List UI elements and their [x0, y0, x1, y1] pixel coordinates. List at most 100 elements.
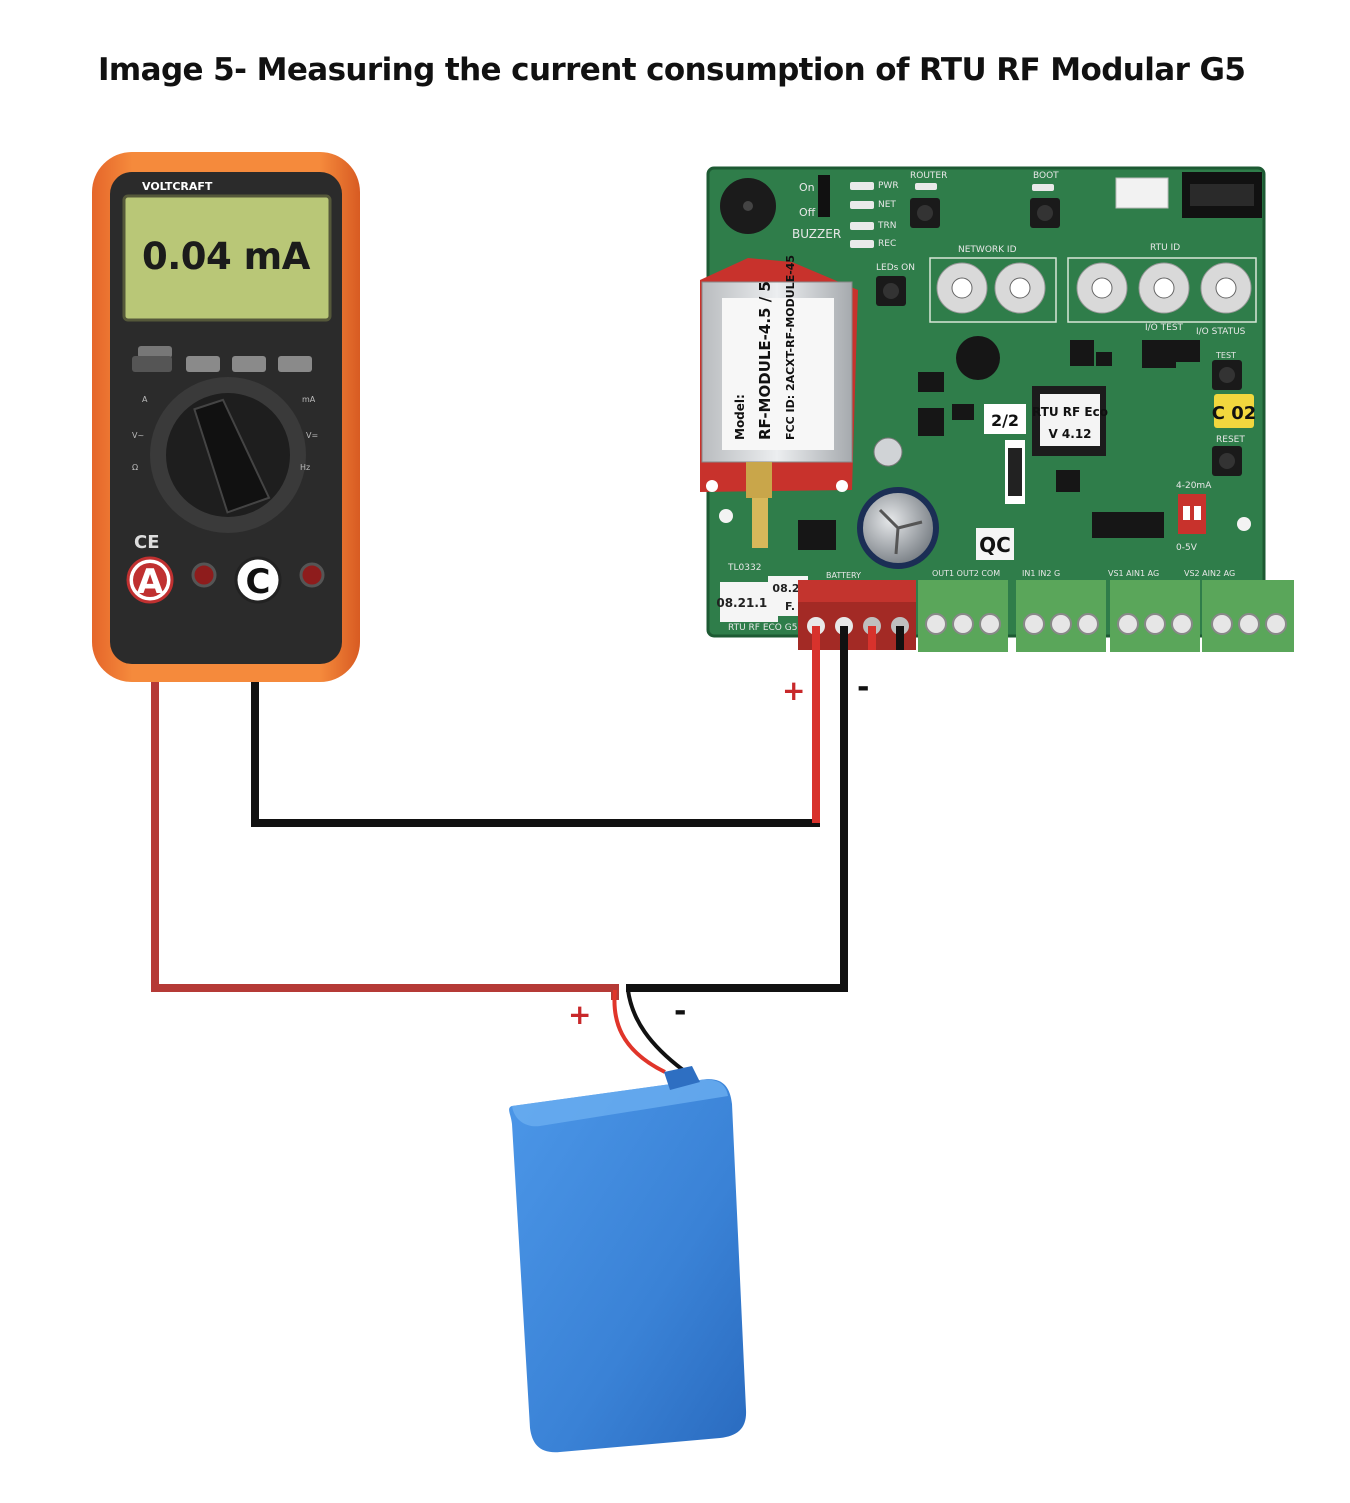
board-silkscreen-label: OUT1 OUT2 COM	[932, 569, 1000, 578]
battery-black-lead	[626, 989, 685, 1072]
diagram-shape	[952, 613, 974, 635]
diagram-shape	[836, 480, 848, 492]
board-silkscreen-label: Off	[799, 206, 816, 219]
board-silkscreen-label: REC	[878, 239, 896, 249]
terminal-c	[234, 556, 282, 604]
diagram-shape	[925, 613, 947, 635]
battery-plus-label: +	[568, 998, 591, 1031]
diagram-shape	[722, 298, 834, 450]
board-silkscreen-label: NET	[878, 200, 896, 210]
diagram-shape	[1023, 613, 1045, 635]
diagram-shape	[1153, 277, 1175, 299]
board-silkscreen-label: 0-5V	[1176, 543, 1198, 553]
diagram-shape	[850, 182, 1054, 248]
diagram-shape	[186, 356, 220, 372]
diagram-shape	[1219, 367, 1235, 383]
diagram-shape	[1117, 613, 1139, 635]
multimeter: VOLTCRAFT AV~Ω mAV=Hz A C CE	[92, 152, 360, 682]
diagram-shape: AV~Ω mAV=Hz	[132, 395, 318, 472]
diagram-shape	[1178, 494, 1206, 534]
board-silkscreen-label: BATTERY	[826, 571, 861, 580]
diagram-shape: Model: RF-MODULE-4.5 / 5 FCC ID: 2ACXT-R…	[733, 255, 797, 440]
diagram-shape	[1238, 613, 1260, 635]
board-silkscreen-label: I/O STATUS	[1196, 327, 1246, 337]
board-silkscreen-label: On	[799, 181, 815, 194]
board-minus-label: -	[857, 670, 869, 705]
diagram-shape	[1067, 257, 1257, 323]
board-silkscreen-label: RF-MODULE-4.5 / 5	[756, 281, 774, 440]
diagram-shape	[743, 201, 753, 211]
diagram-shape	[191, 562, 217, 588]
board-silkscreen-label: 08.2	[772, 582, 799, 595]
diagram-shape	[138, 346, 172, 358]
board-silkscreen-label: mA	[302, 395, 316, 404]
diagram-shape	[873, 437, 903, 467]
diagram-shape	[1265, 613, 1287, 635]
diagram-shape	[752, 498, 768, 548]
diagram-shape	[509, 1079, 747, 1453]
diagram-shape	[1040, 394, 1100, 446]
diagram-shape	[818, 175, 830, 217]
diagram-shape	[299, 562, 325, 588]
board-silkscreen-label: QC	[979, 533, 1011, 557]
badge	[1214, 394, 1254, 428]
diagram-shape	[133, 563, 167, 597]
rotary-switches	[929, 257, 1257, 323]
diagram-shape	[1070, 340, 1094, 366]
page-title: Image 5- Measuring the current consumpti…	[98, 52, 1246, 88]
board-silkscreen-label: A	[142, 395, 148, 404]
diagram-shape	[925, 613, 1287, 635]
board-silkscreen-label: C 02	[1212, 403, 1257, 424]
board-silkscreen-label: BOOT	[1033, 171, 1059, 181]
diagram-shape	[984, 404, 1026, 434]
diagram-shape	[918, 372, 944, 392]
diagram-shape	[664, 1066, 700, 1090]
diagram-shape	[1077, 613, 1099, 635]
diagram-shape	[1171, 613, 1193, 635]
diagram-shape	[812, 626, 820, 650]
diagram-shape	[719, 509, 733, 523]
wires	[151, 640, 848, 1074]
diagram-shape	[512, 1079, 728, 1127]
diagram-shape	[850, 201, 874, 209]
diagram-shape	[850, 182, 874, 190]
board-silkscreen-label: 08.21.1.G	[716, 596, 781, 610]
board-silkscreen-label: FCC ID: 2ACXT-RF-MODULE-45	[784, 255, 797, 440]
black-wire-meter-to-board	[251, 680, 820, 827]
diagram-shape	[956, 336, 1000, 380]
diagram-shape	[278, 356, 312, 372]
diagram-shape	[1128, 512, 1164, 538]
board-silkscreen-label: IN1 IN2 G	[1022, 569, 1060, 578]
board-silkscreen-label: CE	[134, 532, 160, 553]
board-silkscreen-label: RESET	[1216, 435, 1245, 445]
battery-red-lead	[612, 989, 666, 1074]
board-silkscreen-label: RTU RF ECO G5	[728, 623, 797, 633]
io-terminal-blocks	[918, 580, 1294, 652]
controller-board: On Off BUZZER PWR NET TRN REC ROUTER BOO…	[700, 166, 1294, 652]
board-silkscreen-label: Ω	[132, 463, 138, 472]
board-silkscreen-label: ROUTER	[910, 171, 947, 181]
board-silkscreen-label: V~	[132, 431, 144, 440]
board-silkscreen-label: NETWORK ID	[958, 245, 1017, 255]
terminal-a-label: A	[137, 562, 164, 602]
diagram-shape	[896, 626, 904, 650]
polarity-labels: + - + -	[568, 670, 869, 1031]
terminal-c-label: C	[246, 562, 271, 602]
diagram-shape	[979, 613, 1001, 635]
diagram-shape	[1237, 517, 1251, 531]
diagram-shape	[746, 462, 772, 498]
diagram-shape	[878, 508, 923, 555]
meter-display-value: 0.04 mA	[142, 235, 310, 278]
diagram-shape	[929, 257, 1057, 323]
diagram-shape	[798, 336, 1200, 550]
diagram-shape	[132, 356, 172, 372]
diagram-shape	[1032, 184, 1054, 191]
board-silkscreen-label: 2/2	[991, 411, 1019, 430]
board-silkscreen-label: TEST	[1215, 351, 1236, 360]
board-silkscreen-label: TL0332	[727, 563, 761, 573]
diagram-shape	[917, 205, 933, 221]
diagram-shape	[951, 277, 973, 299]
board-plus-label: +	[782, 674, 805, 707]
